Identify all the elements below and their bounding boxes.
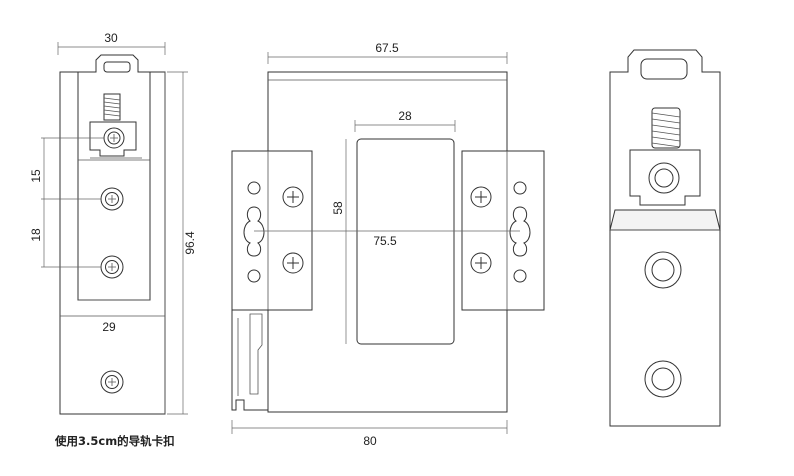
- dim-window-width: 28: [398, 109, 412, 123]
- dim-front-width-bottom: 80: [363, 434, 377, 448]
- dim-left-pitch-upper: 15: [29, 169, 43, 183]
- right-ear-screw-top: [470, 186, 492, 208]
- right-spring: [651, 107, 681, 149]
- front-view: 67.5 28 58: [231, 41, 545, 448]
- left-keyhole-slot: [243, 206, 265, 257]
- dim-left-width: 30: [104, 31, 118, 45]
- caption: 使用3.5cm的导轨卡扣: [54, 434, 175, 448]
- right-hole-upper: [644, 251, 682, 289]
- right-ear-screw-bottom: [470, 252, 492, 274]
- left-ear-screw-top: [282, 186, 304, 208]
- right-hole-lower: [644, 360, 682, 398]
- front-window: [356, 138, 455, 345]
- dim-front-width-top: 67.5: [375, 41, 399, 55]
- right-keyhole-slot: [509, 206, 531, 257]
- dim-hole-span: 75.5: [373, 234, 397, 248]
- dim-left-pitch-lower: 18: [29, 228, 43, 242]
- left-spring: [103, 93, 121, 121]
- left-screw-4: [100, 370, 124, 394]
- right-latch-roller: [648, 162, 680, 194]
- left-side-view: 30: [29, 31, 197, 415]
- dim-left-height: 96.4: [183, 231, 197, 255]
- left-screw-2: [100, 187, 124, 211]
- left-ear-screw-bottom: [282, 252, 304, 274]
- left-screw-3: [100, 255, 124, 279]
- left-screw-1: [103, 127, 125, 149]
- dim-window-height: 58: [331, 201, 345, 215]
- front-rail-clip: [231, 309, 269, 411]
- dim-left-rail-width: 29: [102, 320, 116, 334]
- right-side-view: [609, 49, 721, 427]
- right-mounting-ear: [461, 150, 545, 311]
